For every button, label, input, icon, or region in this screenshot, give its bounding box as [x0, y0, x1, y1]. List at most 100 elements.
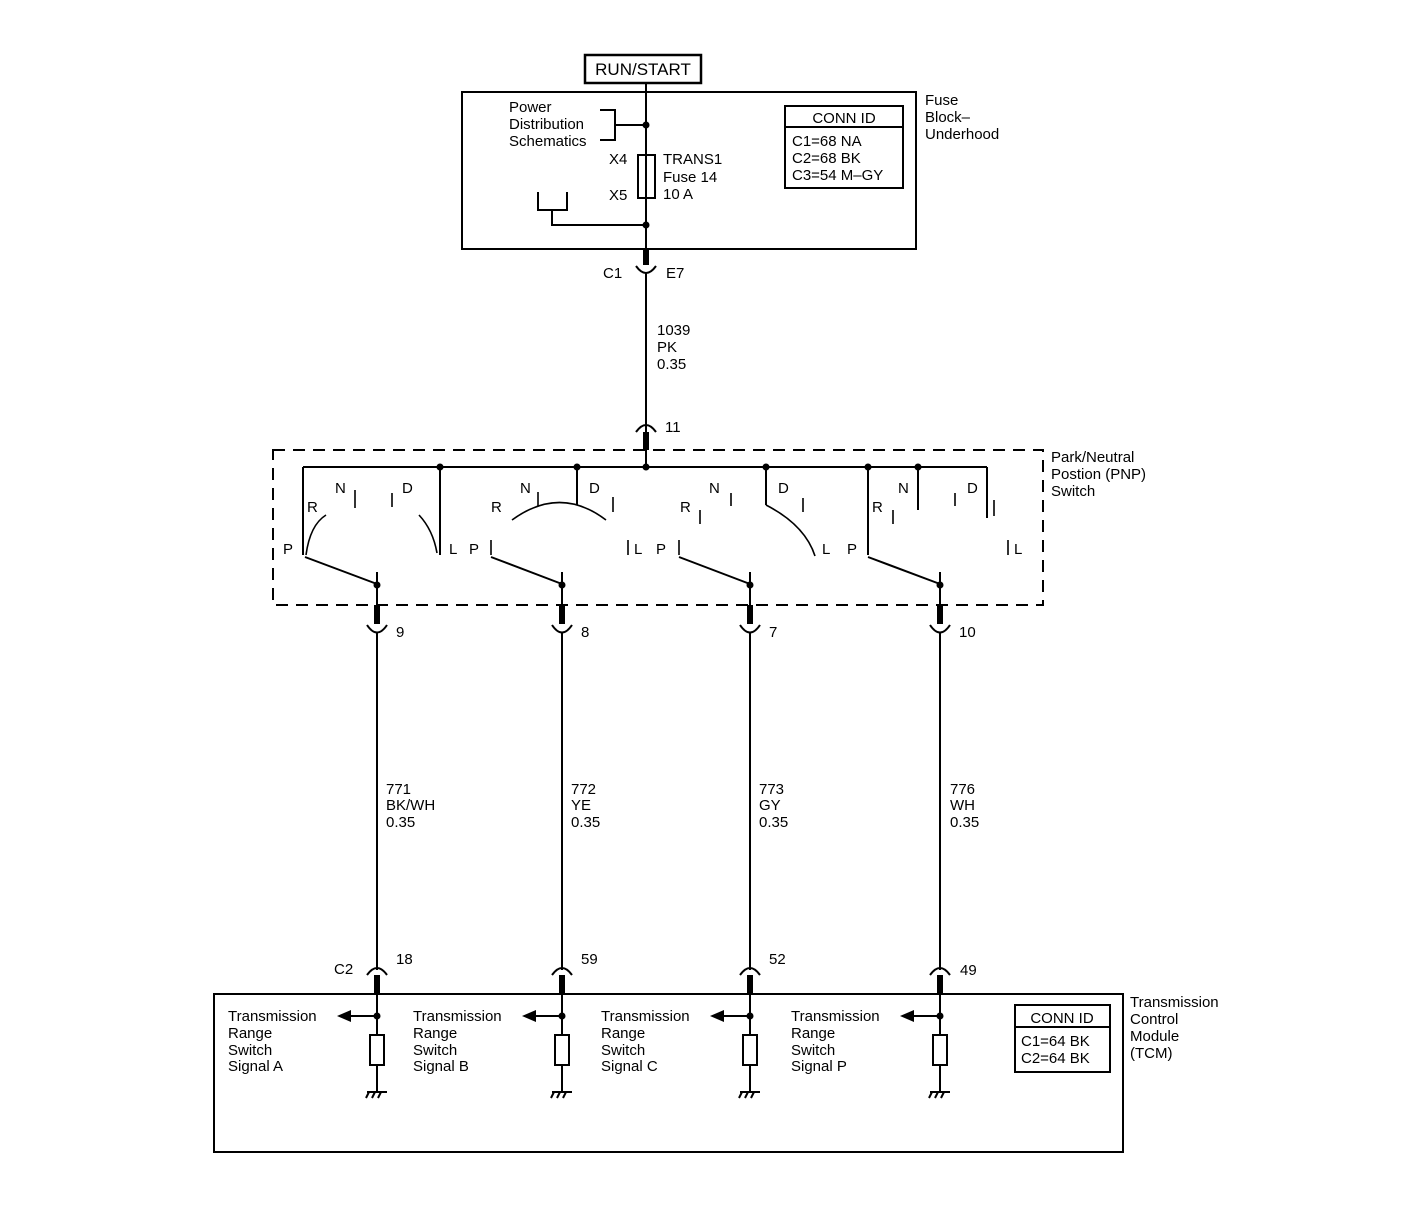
tcm-outline	[213, 993, 1124, 1153]
fuse-block-conn-id: CONN ID C1=68 NA C2=68 BK C3=54 M–GY	[784, 105, 904, 189]
svg-text:L: L	[1014, 541, 1022, 558]
pnp-pin-7: 7	[739, 605, 777, 641]
svg-text:N: N	[898, 480, 909, 497]
power-source-text: RUN/START	[595, 60, 691, 79]
pnp-section-c: R N D P L	[656, 467, 830, 610]
svg-text:Transmission: Transmission	[228, 1008, 317, 1025]
pnp-contact-b	[490, 556, 563, 585]
signal-arrow-icon	[710, 1010, 724, 1022]
tcm-module: Transmission Control Module (TCM) Transm…	[213, 993, 1219, 1153]
fuse-block-name-line-3: Underhood	[925, 126, 999, 143]
svg-text:18: 18	[396, 951, 413, 968]
tcm-pin-49: 49	[929, 962, 977, 994]
pnp-pin-10: 10	[929, 605, 976, 641]
svg-text:Switch: Switch	[601, 1042, 645, 1059]
tcm-conn-id-row-2: C2=64 BK	[1021, 1050, 1090, 1067]
signal-arrow-icon	[900, 1010, 914, 1022]
svg-text:Transmission: Transmission	[791, 1008, 880, 1025]
tcm-channel-a: Transmission Range Switch Signal A	[228, 994, 387, 1099]
pnp-switch-outline	[272, 449, 1044, 606]
pull-down-resistor	[742, 1034, 758, 1066]
svg-text:773: 773	[759, 781, 784, 798]
pnp-contact-d	[867, 556, 941, 585]
tcm-pin-18: 18	[366, 951, 413, 994]
svg-text:P: P	[469, 541, 479, 558]
power-distribution-line-1: Power	[509, 99, 552, 116]
svg-text:L: L	[822, 541, 830, 558]
fuse-label-line-1: TRANS1	[663, 151, 722, 168]
connector-c1-e7: C1 E7	[603, 249, 684, 282]
svg-text:Transmission: Transmission	[601, 1008, 690, 1025]
svg-text:Range: Range	[228, 1025, 272, 1042]
tcm-name-line-2: Control	[1130, 1011, 1178, 1028]
tcm-connectors: C2 18 59 52 49	[334, 951, 977, 994]
tcm-channel-b: Transmission Range Switch Signal B	[413, 994, 572, 1099]
svg-text:0.35: 0.35	[759, 814, 788, 831]
feed-wire-circuit: 1039	[657, 322, 690, 339]
fuse-connector-label: C1	[603, 265, 622, 282]
fuse-block: Power Distribution Schematics X4 X5 TRAN…	[461, 91, 999, 250]
svg-text:Range: Range	[791, 1025, 835, 1042]
pnp-section-d: R N D P L	[847, 467, 1022, 610]
pnp-input-pin: 11	[665, 419, 681, 436]
svg-text:0.35: 0.35	[386, 814, 415, 831]
pnp-switch: Park/Neutral Postion (PNP) Switch P R N …	[272, 449, 1146, 610]
svg-text:776: 776	[950, 781, 975, 798]
svg-text:9: 9	[396, 624, 404, 641]
svg-text:P: P	[656, 541, 666, 558]
svg-text:Signal P: Signal P	[791, 1058, 847, 1075]
svg-text:P: P	[283, 541, 293, 558]
svg-text:D: D	[967, 480, 978, 497]
ground-icon	[365, 1091, 387, 1099]
ground-icon	[550, 1091, 572, 1099]
svg-text:Range: Range	[413, 1025, 457, 1042]
power-distribution-line-2: Distribution	[509, 116, 584, 133]
fuse-terminal-in: X4	[609, 151, 627, 168]
fuse-terminal-out: X5	[609, 187, 627, 204]
svg-text:Switch: Switch	[413, 1042, 457, 1059]
tcm-conn-id: CONN ID C1=64 BK C2=64 BK	[1014, 1004, 1111, 1073]
signal-wires: 771 BK/WH 0.35 772 YE 0.35 773 GY 0.35 7…	[376, 632, 979, 970]
tcm-channel-c: Transmission Range Switch Signal C	[601, 994, 760, 1099]
pnp-switch-name-line-1: Park/Neutral	[1051, 449, 1134, 466]
svg-text:52: 52	[769, 951, 786, 968]
svg-text:771: 771	[386, 781, 411, 798]
fuse-conn-id-title: CONN ID	[812, 110, 876, 127]
pull-down-resistor	[932, 1034, 948, 1066]
run-start-label: RUN/START	[583, 53, 703, 85]
svg-text:59: 59	[581, 951, 598, 968]
svg-text:N: N	[520, 480, 531, 497]
svg-text:D: D	[402, 480, 413, 497]
feed-wire-color: PK	[657, 339, 677, 356]
svg-text:Transmission: Transmission	[413, 1008, 502, 1025]
tcm-pin-52: 52	[739, 951, 786, 994]
svg-text:Signal B: Signal B	[413, 1058, 469, 1075]
pnp-contact-c	[678, 556, 751, 585]
svg-text:Switch: Switch	[228, 1042, 272, 1059]
pnp-switch-name-line-2: Postion (PNP)	[1051, 466, 1146, 483]
fuse-connector-pin: E7	[666, 265, 684, 282]
svg-text:GY: GY	[759, 797, 781, 814]
svg-text:Range: Range	[601, 1025, 645, 1042]
tcm-conn-id-row-1: C1=64 BK	[1021, 1033, 1090, 1050]
svg-text:L: L	[634, 541, 642, 558]
fuse-label-line-2: Fuse 14	[663, 169, 717, 186]
fuse-conn-id-row-3: C3=54 M–GY	[792, 167, 883, 184]
svg-text:N: N	[335, 480, 346, 497]
svg-text:R: R	[307, 499, 318, 516]
svg-text:R: R	[680, 499, 691, 516]
svg-text:Switch: Switch	[791, 1042, 835, 1059]
power-distribution-bracket	[600, 109, 646, 141]
pnp-section-a: P R N D L	[283, 467, 457, 610]
svg-text:49: 49	[960, 962, 977, 979]
signal-arrow-icon	[522, 1010, 536, 1022]
pnp-contact-a	[304, 556, 378, 585]
pull-down-resistor	[554, 1034, 570, 1066]
svg-text:772: 772	[571, 781, 596, 798]
tcm-channel-p: Transmission Range Switch Signal P	[791, 994, 950, 1099]
fuse-conn-id-row-2: C2=68 BK	[792, 150, 861, 167]
tcm-pin-59: 59	[551, 951, 598, 994]
tcm-name-line-1: Transmission	[1130, 994, 1219, 1011]
svg-text:N: N	[709, 480, 720, 497]
svg-text:BK/WH: BK/WH	[386, 797, 435, 814]
